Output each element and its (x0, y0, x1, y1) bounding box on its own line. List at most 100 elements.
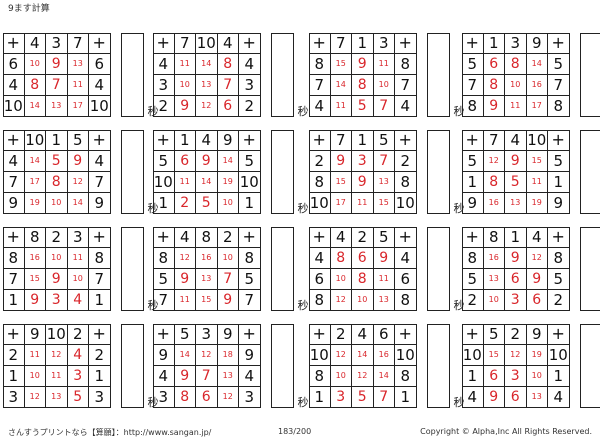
answer-cell: 6 (174, 151, 196, 172)
top-number-cell: 3 (196, 324, 218, 345)
answer-cell: 17 (330, 193, 352, 214)
top-number-cell: 3 (505, 33, 527, 54)
top-number-cell: 3 (46, 33, 68, 54)
operator-cell: + (153, 227, 175, 248)
answer-cell: 19 (217, 172, 239, 193)
top-number-cell: 2 (352, 227, 374, 248)
operator-cell: + (3, 33, 25, 54)
time-entry-box[interactable] (579, 130, 600, 214)
page-title: 9ます計算 (8, 4, 50, 14)
answer-cell: 10 (217, 193, 239, 214)
left-number-cell: 10 (309, 345, 331, 366)
time-entry-box[interactable] (120, 324, 144, 408)
top-number-cell: 4 (24, 33, 46, 54)
time-entry-box[interactable] (426, 324, 450, 408)
time-entry-box[interactable] (426, 130, 450, 214)
time-entry-box[interactable] (579, 33, 600, 117)
right-number-cell: 5 (548, 54, 570, 75)
answer-cell: 12 (505, 345, 527, 366)
footer-copyright: Copyright © Alpha,Inc All Rights Reserve… (420, 427, 592, 436)
time-entry-box[interactable] (426, 227, 450, 311)
operator-cell: + (462, 33, 484, 54)
answer-cell: 6 (483, 366, 505, 387)
answer-cell: 10 (46, 193, 68, 214)
answer-cell: 5 (352, 96, 374, 117)
seconds-label: 秒 (453, 202, 465, 215)
grid-outline (309, 324, 417, 408)
time-entry-box[interactable] (426, 33, 450, 117)
time-entry-box[interactable] (270, 33, 294, 117)
time-entry-box[interactable] (270, 324, 294, 408)
time-entry-box[interactable] (579, 324, 600, 408)
answer-cell: 8 (483, 75, 505, 96)
time-entry-box[interactable] (120, 33, 144, 117)
operator-cell: + (3, 130, 25, 151)
right-number-cell: 8 (395, 366, 417, 387)
answer-cell: 9 (373, 248, 395, 269)
right-number-cell: 1 (395, 387, 417, 408)
top-number-cell: 1 (483, 33, 505, 54)
answer-cell: 11 (505, 96, 527, 117)
seconds-label: 秒 (453, 105, 465, 118)
right-number-cell: 8 (548, 248, 570, 269)
right-number-cell: 1 (89, 366, 111, 387)
top-number-cell: 7 (67, 33, 89, 54)
answer-cell: 6 (505, 269, 527, 290)
top-number-cell: 8 (24, 227, 46, 248)
answer-cell: 10 (330, 366, 352, 387)
answer-cell: 9 (352, 54, 374, 75)
answer-cell: 9 (483, 96, 505, 117)
grid-outline (3, 33, 111, 117)
right-number-cell: 7 (395, 75, 417, 96)
right-number-cell: 4 (89, 151, 111, 172)
answer-cell: 9 (505, 248, 527, 269)
operator-cell: + (3, 324, 25, 345)
answer-cell: 15 (526, 151, 548, 172)
grid-outline (3, 324, 111, 408)
time-entry-box[interactable] (120, 130, 144, 214)
right-number-cell: 4 (548, 387, 570, 408)
right-number-cell: 8 (395, 172, 417, 193)
time-entry-box[interactable] (120, 227, 144, 311)
time-entry-box[interactable] (270, 227, 294, 311)
top-number-cell: 5 (373, 130, 395, 151)
answer-cell: 15 (330, 54, 352, 75)
answer-cell: 14 (526, 54, 548, 75)
right-number-cell: 7 (89, 172, 111, 193)
right-number-cell: 10 (239, 172, 261, 193)
problem-block: +139+56814578101678911178秒 (462, 33, 600, 123)
answer-cell: 7 (373, 387, 395, 408)
right-number-cell: 9 (548, 193, 570, 214)
answer-cell: 8 (483, 172, 505, 193)
right-number-cell: 5 (548, 151, 570, 172)
operator-cell: + (309, 324, 331, 345)
operator-cell: + (309, 33, 331, 54)
right-number-cell: 1 (548, 172, 570, 193)
answer-cell: 3 (352, 151, 374, 172)
answer-cell: 8 (505, 54, 527, 75)
right-number-cell: 2 (548, 290, 570, 311)
right-number-cell: 4 (89, 75, 111, 96)
answer-cell: 16 (373, 345, 395, 366)
left-number-cell: 4 (3, 151, 25, 172)
footer-site-link[interactable]: さんすうプリントなら【算願】：http://www.sangan.jp/ (8, 428, 212, 437)
time-entry-box[interactable] (579, 227, 600, 311)
answer-cell: 12 (217, 387, 239, 408)
left-number-cell: 8 (309, 54, 331, 75)
right-number-cell: 4 (395, 96, 417, 117)
time-entry-box[interactable] (270, 130, 294, 214)
answer-cell: 7 (373, 96, 395, 117)
answer-cell: 15 (24, 269, 46, 290)
left-number-cell: 9 (462, 193, 484, 214)
top-number-cell: 10 (24, 130, 46, 151)
operator-cell: + (395, 130, 417, 151)
answer-cell: 5 (196, 193, 218, 214)
grid-outline (153, 324, 261, 408)
